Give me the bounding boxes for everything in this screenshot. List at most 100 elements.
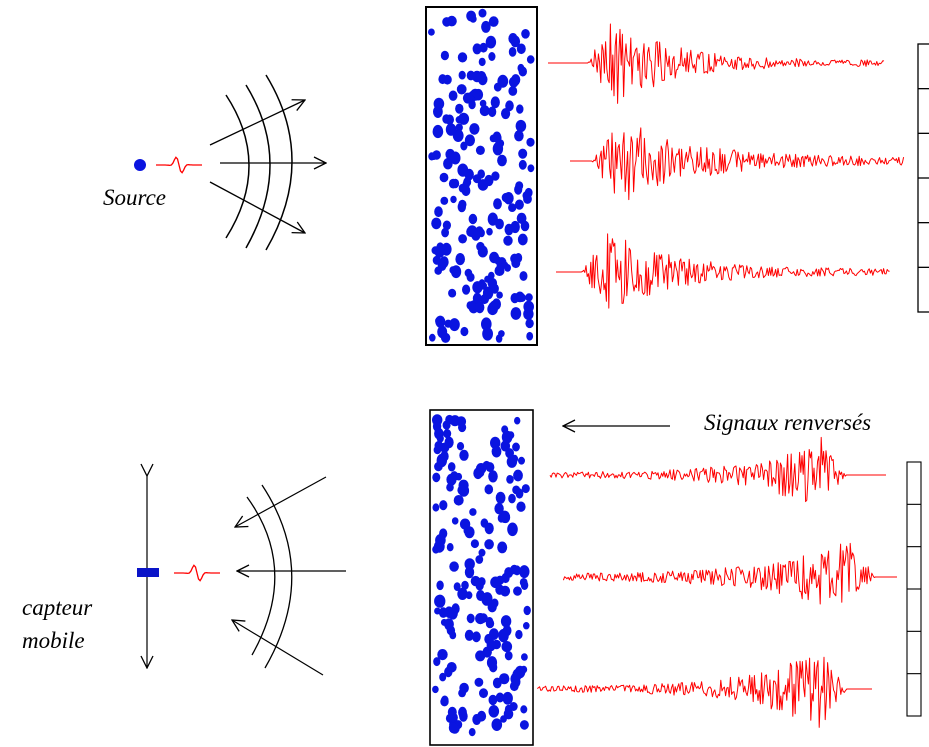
scatterer-dot xyxy=(508,493,516,504)
scatterer-dot xyxy=(495,584,505,595)
scatterer-dot xyxy=(451,517,459,525)
wavefront-3 xyxy=(265,74,293,251)
scatterer-dot xyxy=(521,29,530,39)
scatterer-dot xyxy=(501,108,511,120)
scatterer-dot xyxy=(432,414,443,426)
scatterer-dot xyxy=(449,415,461,427)
scatterer-dot xyxy=(518,148,528,159)
scatterer-dot xyxy=(466,613,475,624)
scatterer-dot xyxy=(469,123,480,135)
scatterer-dot xyxy=(508,47,517,57)
scatterer-dot xyxy=(510,307,522,320)
scatterer-dot xyxy=(514,199,524,210)
scatterer-dot xyxy=(503,235,513,246)
scatterer-dot xyxy=(445,114,455,125)
scatterer-dot xyxy=(464,134,475,147)
scatterer-dot xyxy=(440,50,449,61)
scatterer-dot xyxy=(503,708,514,720)
scatterer-dot xyxy=(488,271,495,280)
scatterer-dot xyxy=(517,233,528,246)
scatterer-dot xyxy=(458,688,466,698)
scatterer-dot xyxy=(513,565,521,576)
scatterer-dot xyxy=(511,257,521,269)
scatterer-dot xyxy=(495,334,503,343)
scatterer-dot xyxy=(428,28,435,36)
scatterer-dot xyxy=(444,618,454,631)
scatterer-dot xyxy=(516,43,526,55)
arrow-in-down-icon xyxy=(232,620,324,676)
scatterer-dot xyxy=(488,470,498,483)
scatterer-dot xyxy=(496,291,503,299)
scatterer-dot xyxy=(489,662,498,673)
wavefront-5 xyxy=(261,484,293,669)
bottom-panel xyxy=(137,409,922,746)
scatterer-dot xyxy=(515,119,527,133)
scatterer-dot xyxy=(434,206,443,218)
scatterer-dot xyxy=(497,541,508,554)
scatterer-dot xyxy=(482,286,494,300)
scatterer-dot xyxy=(432,124,444,139)
arrow-up-icon xyxy=(209,100,305,146)
scatterers-bottom xyxy=(432,414,531,737)
scatterers-top xyxy=(428,8,535,343)
scatterer-dot xyxy=(491,445,502,458)
scatterer-dot xyxy=(433,540,445,553)
scatterer-dot xyxy=(434,266,443,275)
scatterer-dot xyxy=(492,142,504,156)
scatterer-dot xyxy=(447,462,456,472)
scatterer-dot xyxy=(443,158,453,170)
arrow-in-up-icon xyxy=(235,476,327,527)
scatterer-dot xyxy=(518,456,525,465)
scatterer-dot xyxy=(445,123,457,136)
scatterer-dot xyxy=(525,318,534,329)
scatterer-dot xyxy=(441,695,449,705)
scatterer-dot xyxy=(481,20,491,33)
scatterer-dot xyxy=(475,614,485,624)
scatterer-dot xyxy=(476,590,485,601)
scatterer-dot xyxy=(472,89,481,98)
scatterer-dot xyxy=(520,705,528,714)
scatterer-dot xyxy=(449,561,459,572)
source-pulse-wave xyxy=(156,156,202,174)
scatterer-dot xyxy=(508,86,518,96)
refocused-pulse-wave xyxy=(174,564,220,582)
scatterer-dot xyxy=(439,500,448,511)
scatterer-dot xyxy=(516,104,524,114)
scatterer-dot xyxy=(492,677,502,689)
scatterer-dot xyxy=(474,677,484,687)
scatterer-dot xyxy=(523,605,531,616)
scatterer-dot xyxy=(490,598,499,608)
scatterer-dot xyxy=(441,227,449,238)
scatterer-dot xyxy=(434,440,444,451)
scatterer-dot xyxy=(457,587,468,601)
scatterer-dot xyxy=(518,159,527,170)
scatterer-dot xyxy=(472,174,482,184)
scatterer-dot xyxy=(432,685,439,694)
scatterer-dot xyxy=(446,543,454,552)
scatterer-dot xyxy=(460,141,468,151)
emitted-wavefronts xyxy=(225,74,293,251)
scatterer-dot xyxy=(520,580,529,590)
scatterer-dot xyxy=(457,485,467,496)
scatterer-dot xyxy=(455,103,464,114)
scatterer-dot xyxy=(429,333,436,342)
scatterer-dot xyxy=(470,539,479,549)
scatterer-dot xyxy=(472,43,482,55)
scatterer-dot xyxy=(523,622,530,630)
scatterer-dot xyxy=(519,720,529,730)
scatterer-dot xyxy=(434,594,445,608)
scatterer-dot xyxy=(506,455,518,468)
scatterer-dot xyxy=(480,518,489,528)
scatterer-dot xyxy=(502,691,513,705)
scatterer-dot xyxy=(504,651,513,661)
scatterer-dot xyxy=(482,327,493,341)
scatterer-dot xyxy=(458,234,467,244)
scatterer-dot xyxy=(442,220,451,231)
scatterer-dot xyxy=(432,150,441,160)
scatterer-dot xyxy=(458,199,467,210)
scatterer-dot xyxy=(433,421,441,431)
source-label: Source xyxy=(103,185,167,210)
scatterer-dot xyxy=(435,316,444,326)
scatterer-dot xyxy=(455,472,463,481)
scatterer-dot xyxy=(444,319,453,328)
